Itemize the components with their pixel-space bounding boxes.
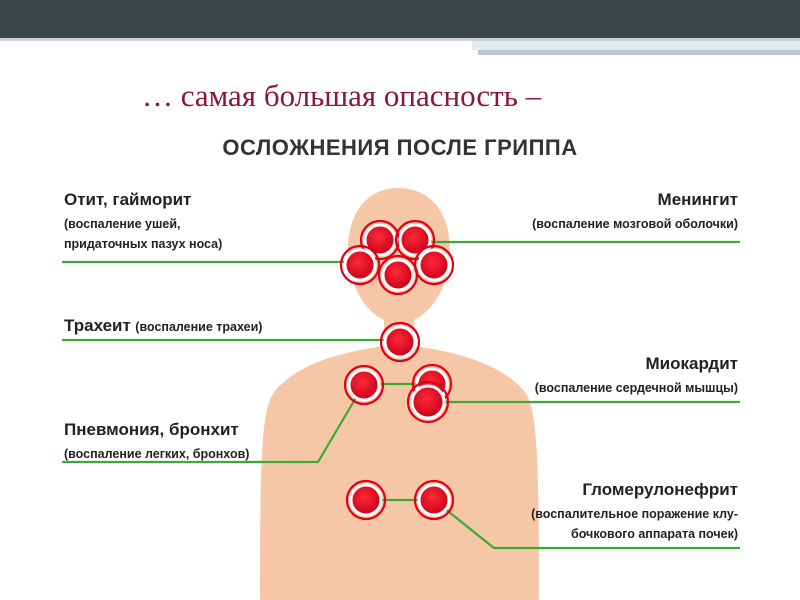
label-glomerulonephritis: Гломерулонефрит (воспалительное поражени… bbox=[531, 480, 738, 544]
marker-sinus-center bbox=[377, 254, 419, 296]
label-pneumonia-desc: (воспаление легких, бронхов) bbox=[64, 444, 249, 464]
marker-ear-right bbox=[394, 219, 436, 261]
label-myocarditis: Миокардит (воспаление сердечной мышцы) bbox=[535, 354, 738, 398]
label-pneumonia-title: Пневмония, бронхит bbox=[64, 420, 239, 439]
label-glomerulonephritis-desc-line: бочкового аппарата почек) bbox=[571, 527, 738, 541]
marker-kidney-left bbox=[345, 479, 387, 521]
label-tracheitis: Трахеит (воспаление трахеи) bbox=[64, 316, 262, 337]
slide-decor-bar bbox=[472, 41, 800, 50]
slide-top-bar-line bbox=[0, 38, 800, 41]
label-meningitis-desc-line: (воспаление мозговой оболочки) bbox=[532, 217, 738, 231]
label-pneumonia: Пневмония, бронхит (воспаление легких, б… bbox=[64, 420, 249, 464]
label-meningitis-title: Менингит bbox=[657, 190, 738, 209]
marker-sinus-left bbox=[339, 244, 381, 286]
label-tracheitis-title: Трахеит bbox=[64, 316, 131, 335]
marker-kidney-right bbox=[413, 479, 455, 521]
label-otitis-desc-line: придаточных пазух носа) bbox=[64, 237, 223, 251]
connector-pneumonia bbox=[62, 383, 365, 464]
slide-decor-bar bbox=[478, 50, 800, 55]
label-glomerulonephritis-desc: (воспалительное поражение клу- бочкового… bbox=[531, 504, 738, 544]
label-tracheitis-desc: (воспаление трахеи) bbox=[135, 320, 263, 334]
label-myocarditis-desc: (воспаление сердечной мышцы) bbox=[535, 378, 738, 398]
marker-heart bbox=[406, 380, 450, 424]
label-glomerulonephritis-desc-line: (воспалительное поражение клу- bbox=[531, 507, 738, 521]
slide-title: … самая большая опасность – bbox=[142, 78, 542, 113]
label-myocarditis-desc-line: (воспаление сердечной мышцы) bbox=[534, 381, 738, 395]
label-myocarditis-title: Миокардит bbox=[645, 354, 739, 373]
label-otitis-desc-line: (воспаление ушей, bbox=[64, 217, 181, 231]
connector-glomerulonephritis bbox=[433, 499, 740, 550]
marker-sinus-right bbox=[413, 244, 455, 286]
body-silhouette bbox=[260, 188, 539, 600]
inflammation-markers bbox=[339, 219, 455, 521]
label-meningitis: Менингит (воспаление мозговой оболочки) bbox=[532, 190, 738, 234]
label-otitis: Отит, гайморит (воспаление ушей, придато… bbox=[64, 190, 222, 254]
label-otitis-desc: (воспаление ушей, придаточных пазух носа… bbox=[64, 214, 222, 254]
label-glomerulonephritis-title: Гломерулонефрит bbox=[582, 480, 738, 499]
label-meningitis-desc: (воспаление мозговой оболочки) bbox=[532, 214, 738, 234]
marker-trachea bbox=[379, 321, 421, 363]
connector-lines bbox=[62, 240, 740, 550]
slide-top-bar bbox=[0, 0, 800, 38]
figure-title: ОСЛОЖНЕНИЯ ПОСЛЕ ГРИППА bbox=[222, 135, 578, 160]
label-pneumonia-desc-line: (воспаление легких, бронхов) bbox=[64, 447, 250, 461]
label-otitis-title: Отит, гайморит bbox=[64, 190, 192, 209]
marker-lung-left bbox=[343, 364, 385, 406]
